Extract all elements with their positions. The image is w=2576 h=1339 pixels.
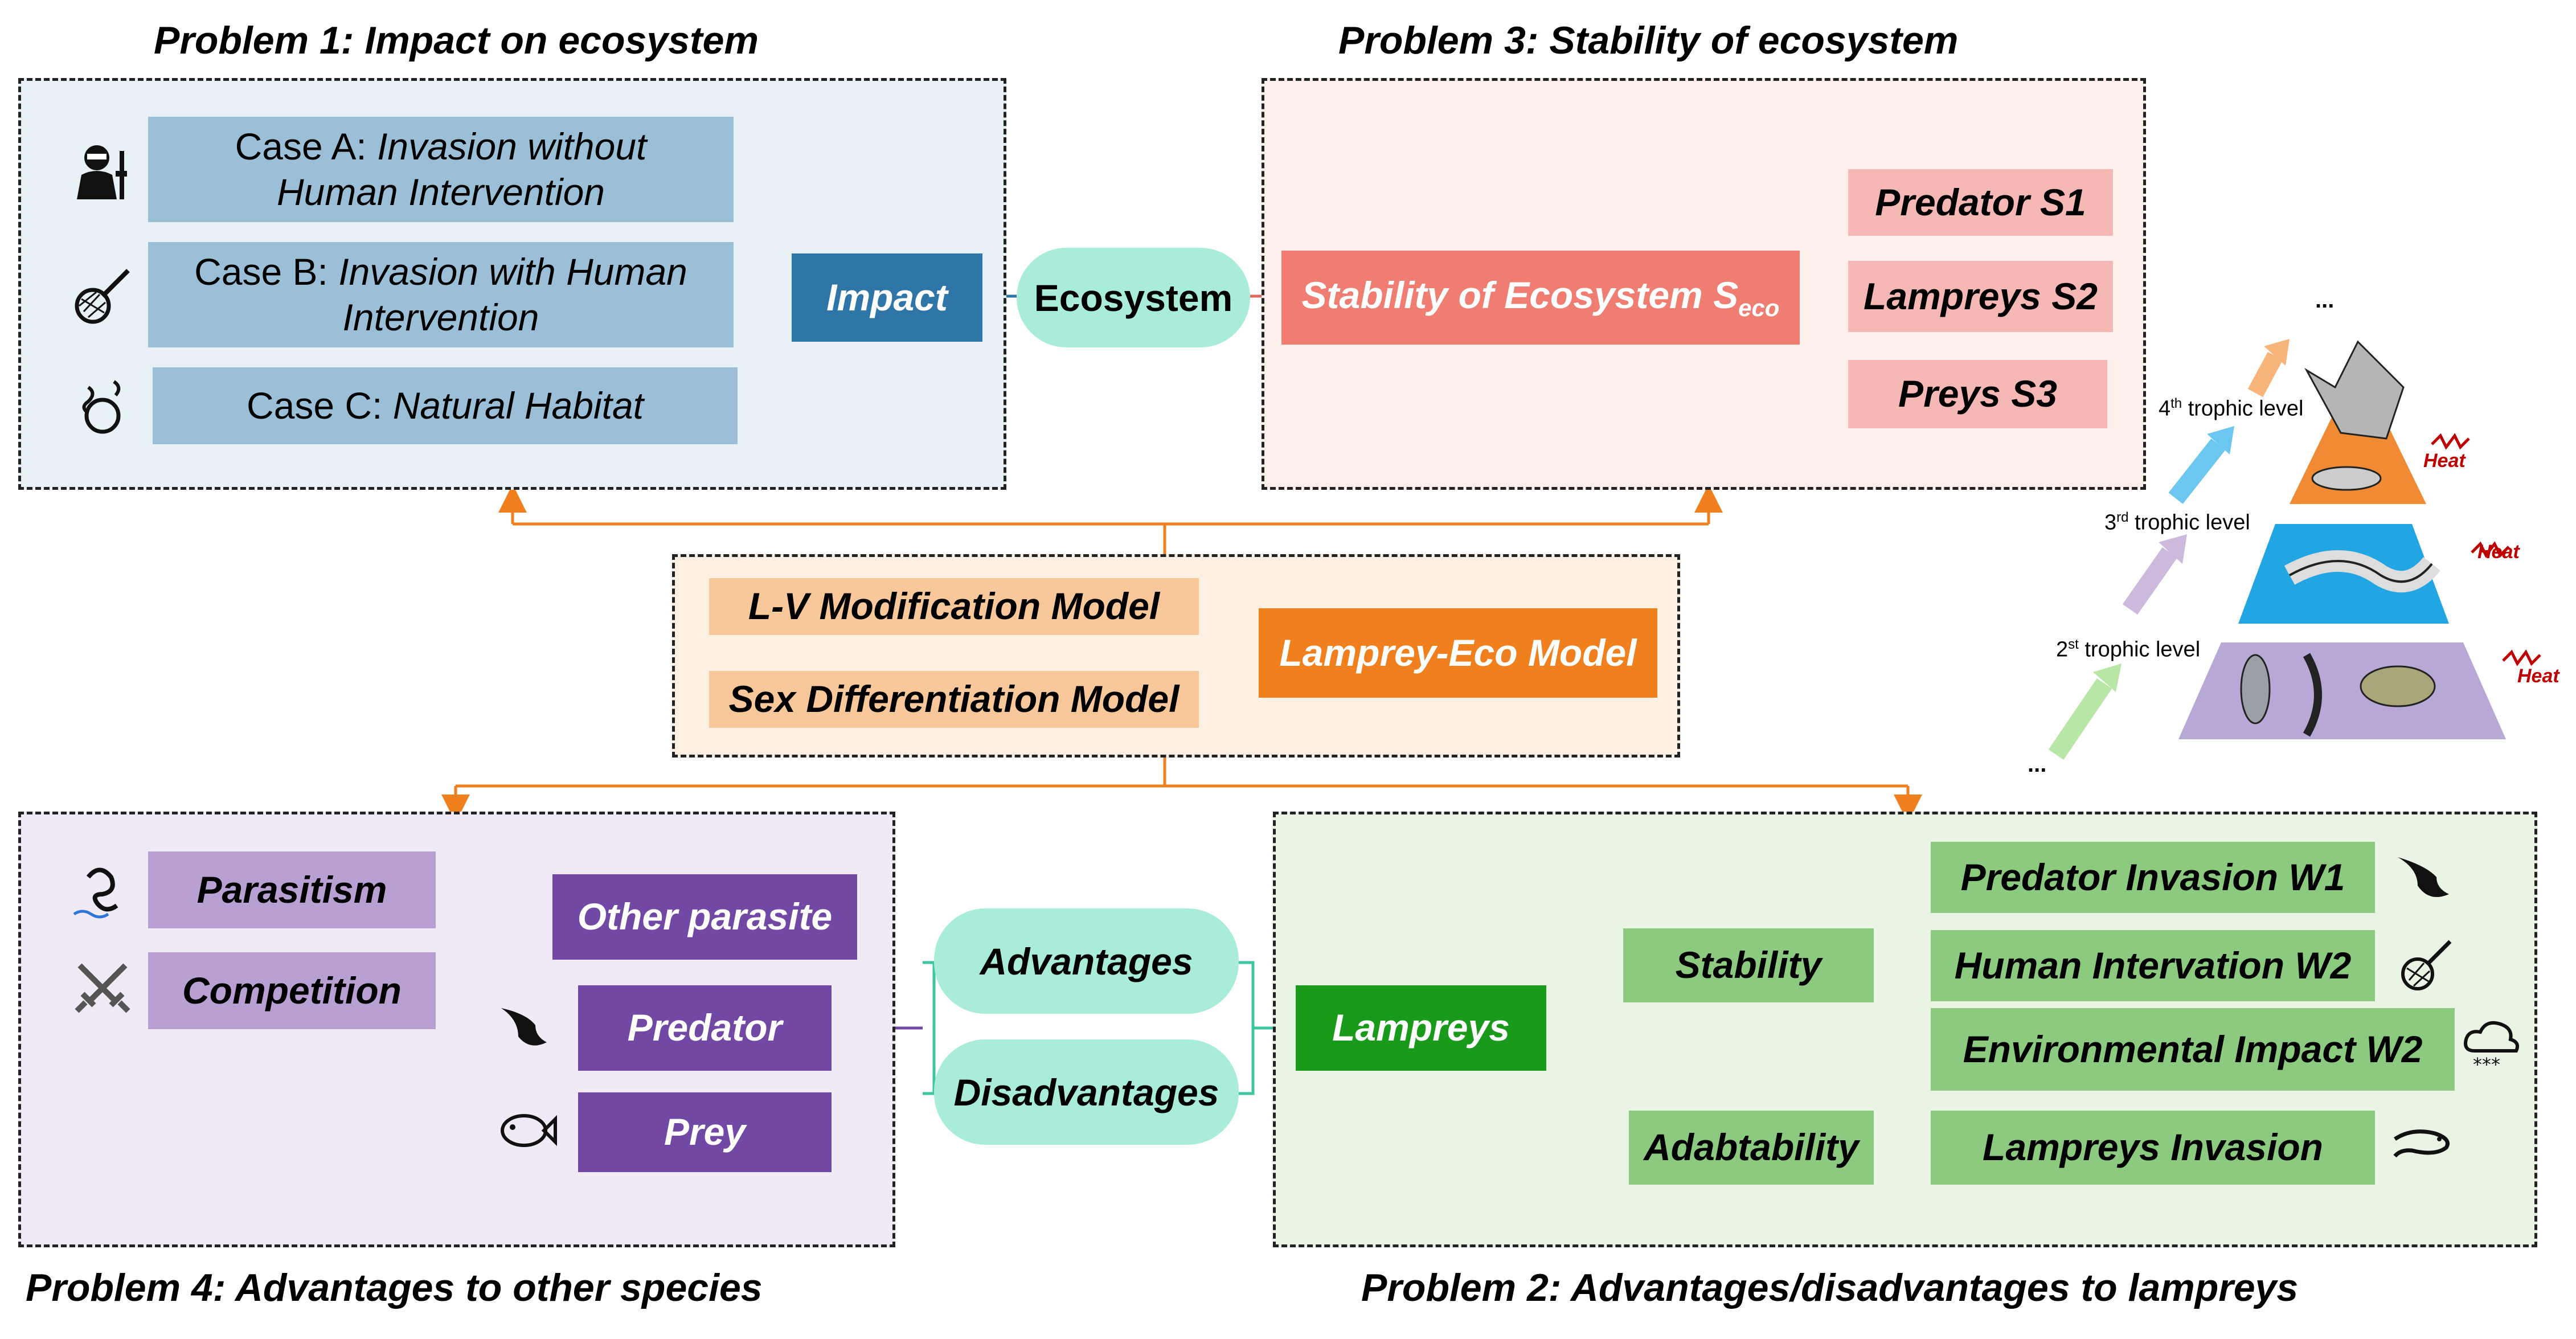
predator-fish-icon-2	[2392, 849, 2455, 906]
svg-text:***: ***	[2473, 1054, 2500, 1075]
trophic-level-2-label: 2st trophic level	[2056, 637, 2201, 662]
trophic-level-4-label: 4th trophic level	[2159, 396, 2304, 421]
heat-label-top: Heat	[2423, 450, 2466, 472]
environmental-impact-w2-box: Environmental Impact W2	[1931, 1008, 2455, 1091]
prey-box: Prey	[578, 1092, 832, 1172]
case-b-prefix: Case B:	[194, 251, 339, 293]
heat-label-bottom: Heat	[2517, 665, 2559, 687]
lamprey-icon	[2389, 1116, 2458, 1173]
predator-invasion-w1-box: Predator Invasion W1	[1931, 842, 2375, 913]
problem-3-title: Problem 3: Stability of ecosystem	[1338, 19, 1959, 62]
parasitism-box: Parasitism	[148, 851, 436, 928]
lampreys-s2-box: Lampreys S2	[1848, 261, 2113, 332]
trophic-level-3-label: 3rd trophic level	[2104, 510, 2250, 535]
problem-4-title: Problem 4: Advantages to other species	[26, 1266, 763, 1309]
case-b-italic-1: Invasion with Human	[338, 251, 687, 293]
stability-sub-label: eco	[1738, 294, 1780, 321]
competition-box: Competition	[148, 952, 436, 1029]
trophic-pyramid	[2048, 339, 2541, 760]
snow-cloud-icon: ***	[2460, 1014, 2523, 1076]
worm-icon	[71, 860, 128, 923]
lamprey-eco-model-box: Lamprey-Eco Model	[1259, 608, 1657, 698]
heat-label-middle: Heat	[2477, 541, 2520, 563]
problem-1-title: Problem 1: Impact on ecosystem	[154, 19, 759, 62]
stability-ecosystem-box: Stability of Ecosystem Seco	[1281, 251, 1800, 345]
case-c-italic: Natural Habitat	[392, 384, 644, 427]
prey-fish-icon	[495, 1102, 558, 1159]
advantages-pill: Advantages	[934, 908, 1239, 1014]
problem-2-title: Problem 2: Advantages/disadvantages to l…	[1361, 1266, 2299, 1309]
preys-s3-box: Preys S3	[1848, 360, 2107, 428]
top-ellipsis: ...	[2315, 288, 2335, 313]
case-a-box: Case A: Invasion without Human Intervent…	[148, 117, 734, 222]
crossed-swords-icon	[71, 957, 134, 1019]
lv-model-box: L-V Modification Model	[709, 578, 1199, 635]
stability-main-label: Stability of Ecosystem S	[1301, 273, 1739, 316]
stability-box: Stability	[1623, 928, 1874, 1002]
disadvantages-pill: Disadvantages	[934, 1039, 1239, 1145]
lampreys-box: Lampreys	[1296, 985, 1546, 1071]
case-a-prefix: Case A:	[235, 125, 378, 168]
case-b-box: Case B: Invasion with Human Intervention	[148, 242, 734, 347]
bottom-ellipsis: ...	[2028, 752, 2047, 777]
other-parasite-box: Other parasite	[552, 874, 857, 960]
case-c-prefix: Case C:	[247, 384, 393, 427]
case-a-italic-2: Human Intervention	[277, 170, 605, 213]
ecosystem-pill: Ecosystem	[1017, 248, 1250, 347]
predator-s1-box: Predator S1	[1848, 169, 2113, 236]
habitat-icon	[71, 376, 134, 439]
predator-box: Predator	[578, 985, 832, 1071]
soldier-icon	[71, 140, 134, 202]
adaptability-box: Adabtability	[1629, 1111, 1874, 1185]
predator-fish-icon	[495, 997, 552, 1054]
case-c-box: Case C: Natural Habitat	[153, 367, 738, 444]
case-b-italic-2: Intervention	[342, 296, 539, 338]
case-a-italic-1: Invasion without	[377, 125, 647, 168]
impact-box: Impact	[792, 253, 982, 342]
lampreys-invasion-box: Lampreys Invasion	[1931, 1111, 2375, 1185]
fishing-net-icon-2	[2398, 937, 2455, 994]
fishing-net-icon	[71, 265, 134, 327]
human-intervation-w2-box: Human Intervation W2	[1931, 930, 2375, 1001]
sex-model-box: Sex Differentiation Model	[709, 671, 1199, 728]
